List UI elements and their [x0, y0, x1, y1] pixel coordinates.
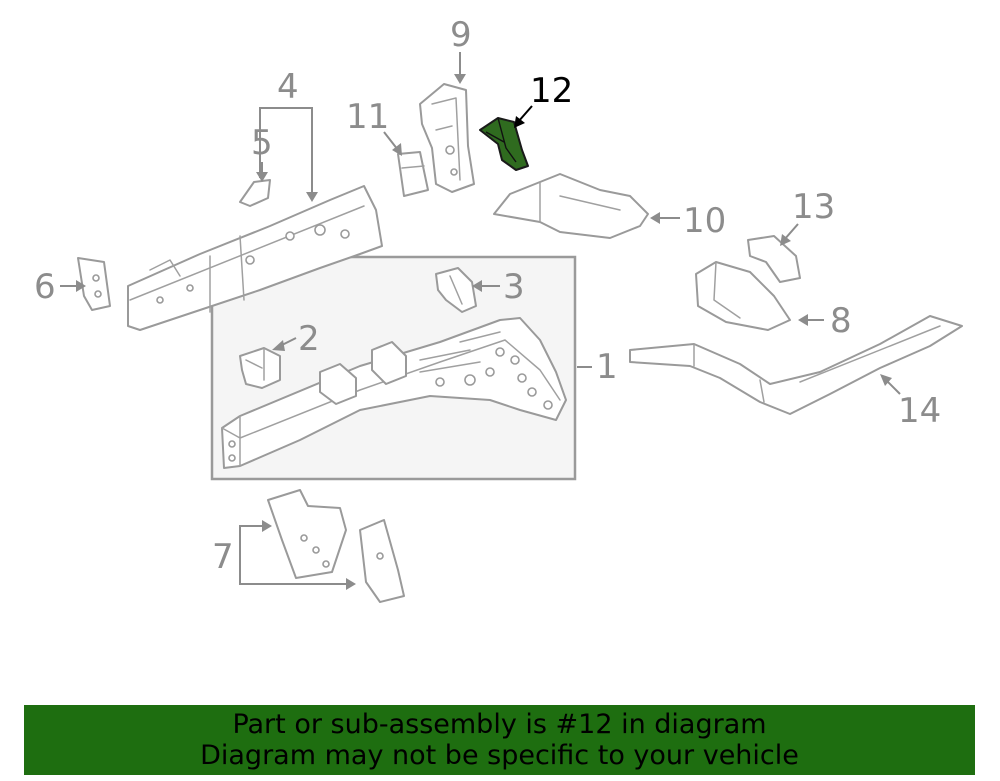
callout-9: 9: [450, 15, 472, 55]
part-9-pillar[interactable]: [419, 83, 475, 193]
callout-6: 6: [34, 267, 56, 307]
callout-1: 1: [596, 347, 618, 387]
part-13-bracket[interactable]: [747, 235, 801, 283]
callout-12: 12: [530, 71, 573, 111]
part-5-bracket[interactable]: [239, 179, 271, 207]
callout-4: 4: [277, 67, 299, 107]
part-2-bracket[interactable]: [239, 347, 281, 389]
part-4-upper-rail[interactable]: [127, 185, 383, 331]
part-10-apron[interactable]: [493, 173, 649, 239]
callout-14: 14: [898, 391, 941, 431]
banner-line-2: Diagram may not be specific to your vehi…: [200, 740, 799, 771]
callout-2: 2: [298, 319, 320, 359]
callout-10: 10: [683, 201, 726, 241]
callout-11: 11: [346, 97, 389, 137]
info-banner: Part or sub-assembly is #12 in diagram D…: [24, 705, 975, 775]
callout-3: 3: [503, 267, 525, 307]
callout-8: 8: [830, 301, 852, 341]
callout-7: 7: [212, 537, 234, 577]
callout-5: 5: [251, 123, 273, 163]
part-12-bracket-highlighted[interactable]: [479, 117, 529, 171]
part-6-plate[interactable]: [77, 257, 111, 311]
callout-13: 13: [792, 187, 835, 227]
part-11-bracket[interactable]: [397, 151, 429, 197]
part-3-bracket[interactable]: [435, 267, 477, 313]
banner-line-1: Part or sub-assembly is #12 in diagram: [232, 709, 767, 740]
part-8-housing[interactable]: [695, 261, 791, 331]
part-14-lower-rail[interactable]: [629, 315, 963, 415]
parts-diagram: 1 2 3 4 5 6 7 8 9 10 11 12 13 14: [34, 15, 963, 603]
part-1-frame-rail[interactable]: [221, 317, 567, 469]
part-7-brackets[interactable]: [267, 489, 405, 603]
